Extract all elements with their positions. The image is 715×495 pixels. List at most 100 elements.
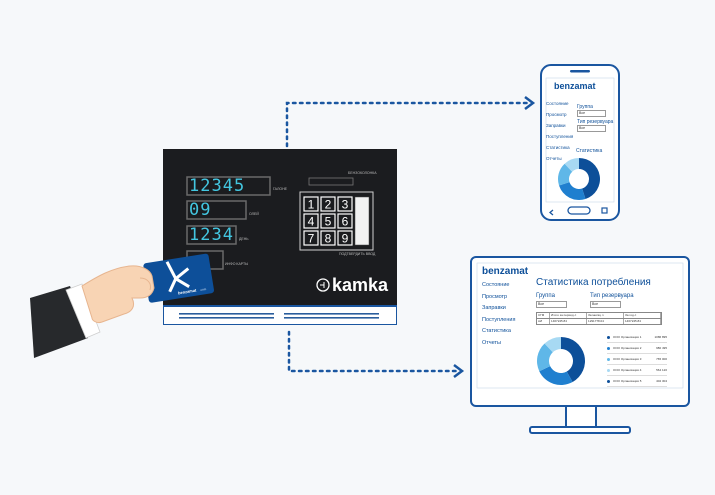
monitor-group-select[interactable]: Все <box>536 301 567 308</box>
table-cell: 1291778.04 <box>587 319 625 324</box>
legend-swatch <box>607 346 610 350</box>
monitor-tank-select[interactable]: Все <box>590 301 621 308</box>
keypad-top-label: БЕНЗОКОЛОНКА <box>348 171 377 175</box>
nav-item[interactable]: Поступления <box>546 134 574 139</box>
keypad-frame <box>299 191 374 251</box>
keypad-bottom-label: ПОДТВЕРДИТЬ ВВОД <box>339 252 376 256</box>
keypad-key-9[interactable] <box>337 230 353 246</box>
nav-item[interactable]: Заправки <box>546 123 566 128</box>
keypad-key-label: 8 <box>325 232 332 246</box>
pie-slice <box>579 158 600 199</box>
back-icon[interactable] <box>548 209 554 216</box>
arrow-head-phone <box>524 96 536 110</box>
arrow-head-monitor <box>453 364 465 378</box>
phone-stats-title: Статистика <box>576 148 603 154</box>
keypad-key-4[interactable] <box>303 213 319 229</box>
nav-item[interactable]: Поступления <box>482 316 516 323</box>
nav-item[interactable]: Состояние <box>546 101 569 106</box>
nav-item[interactable]: Статистика <box>482 328 511 334</box>
pie-slice <box>558 163 573 186</box>
monitor-brand: benzamat <box>482 266 529 277</box>
phone-pie-chart <box>558 158 600 200</box>
keypad-key-3[interactable] <box>337 196 353 212</box>
nav-item[interactable]: Отчеты <box>482 339 502 346</box>
legend-item: ООО Организация 1 1086 895 <box>607 332 667 343</box>
pie-slice <box>564 158 579 172</box>
arrow-to-phone <box>285 101 529 148</box>
phone-tank-select[interactable]: Все <box>577 125 606 132</box>
keypad-key-8[interactable] <box>320 230 336 246</box>
table-cell: За год л <box>624 313 661 318</box>
legend-label: ООО Организация 3 <box>613 357 642 361</box>
keypad-key-label: 1 <box>308 198 315 212</box>
arrow-to-monitor <box>287 330 458 373</box>
keypad-key-label: 6 <box>342 215 349 229</box>
monitor-title: Статистика потребления <box>536 277 651 288</box>
card-suffix: .com <box>199 287 207 292</box>
card-star-icon <box>165 261 190 293</box>
keypad-key-5[interactable] <box>320 213 336 229</box>
keypad-key-1[interactable] <box>303 196 319 212</box>
display-1: 12345 <box>189 176 246 196</box>
nav-item[interactable]: Отчеты <box>546 156 562 161</box>
display-1-label: ГАЛОНЕ <box>273 187 287 191</box>
phone-group-label: Группа <box>577 104 593 110</box>
legend-label: ООО Организация 5 <box>613 379 642 383</box>
legend-value: 765 000 <box>656 357 667 361</box>
nav-item[interactable]: Просмотр <box>546 112 567 117</box>
keypad-key-label: 4 <box>308 215 315 229</box>
pie-slice <box>539 366 573 385</box>
pie-slice <box>561 337 585 383</box>
legend-value: 980 495 <box>656 346 667 350</box>
fuel-card[interactable]: benzamat .com <box>143 253 214 303</box>
home-button[interactable] <box>567 206 591 215</box>
keypad-key-2[interactable] <box>320 196 336 212</box>
keypad-key-label: 9 <box>342 232 349 246</box>
display-3-label: ДЕНЬ <box>239 237 249 241</box>
table-cell: СГМ <box>537 313 551 318</box>
confirm-key[interactable] <box>354 196 370 246</box>
nav-item[interactable]: Статистика <box>546 145 570 150</box>
phone-group-select[interactable]: Все <box>577 110 606 117</box>
legend-swatch <box>607 357 610 361</box>
legend-value: 1086 895 <box>654 335 667 339</box>
nav-item[interactable]: Состояние <box>482 282 510 288</box>
display-4-label: ИНФО КАРТЫ <box>225 262 249 266</box>
terminal-grille <box>179 313 379 319</box>
keypad-key-label: 2 <box>325 198 332 212</box>
nav-item[interactable]: Заправки <box>482 305 506 311</box>
table-cell: За месяц л <box>587 313 625 318</box>
display-2-label: ОЛЕЙ <box>249 212 259 216</box>
display-1-frame <box>186 176 271 196</box>
hand <box>81 265 155 323</box>
legend-label: ООО Организация 4 <box>613 368 642 372</box>
legend-item: ООО Организация 3 765 000 <box>607 354 667 365</box>
kamka-logo-icon <box>316 278 330 292</box>
legend-label: ООО Организация 2 <box>613 346 642 350</box>
pie-slice <box>559 182 586 200</box>
keypad-key-6[interactable] <box>337 213 353 229</box>
monitor-neck <box>565 405 597 429</box>
keypad-key-7[interactable] <box>303 230 319 246</box>
legend-swatch <box>607 368 610 372</box>
nav-item[interactable]: Просмотр <box>482 293 508 300</box>
monitor-group-label: Группа <box>536 293 556 299</box>
shirt-cuff <box>65 283 101 339</box>
legend-item: ООО Организация 2 980 495 <box>607 343 667 354</box>
display-2: 09 <box>189 200 212 220</box>
legend-label: ООО Организация 1 <box>613 335 642 339</box>
recent-apps-icon[interactable] <box>601 207 608 214</box>
terminal-brand: kamka <box>332 275 389 295</box>
phone-speaker <box>570 70 590 73</box>
card-brand: benzamat <box>178 288 198 296</box>
